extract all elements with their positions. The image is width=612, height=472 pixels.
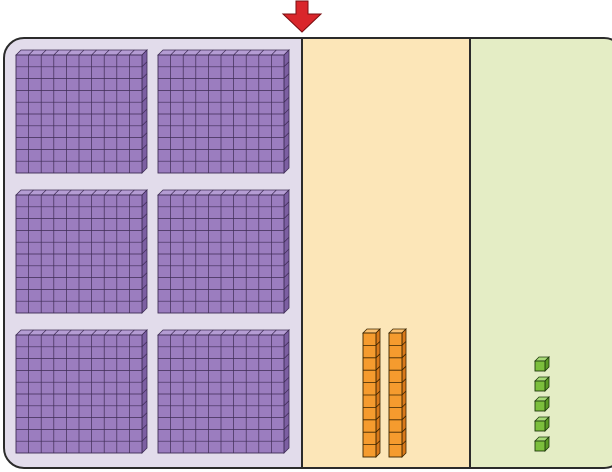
one-unit [534, 376, 550, 392]
down-arrow-icon [281, 0, 323, 33]
hundred-flat [157, 49, 290, 174]
hundred-flat [157, 329, 290, 454]
one-unit [534, 436, 550, 452]
hundred-flat [157, 189, 290, 314]
ten-rod [388, 328, 407, 458]
ones-units [534, 356, 550, 452]
tens-column [302, 38, 470, 468]
one-unit [534, 396, 550, 412]
hundreds-flats [15, 49, 290, 454]
one-unit [534, 416, 550, 432]
ten-rod [362, 328, 381, 458]
ones-column [470, 38, 612, 468]
tens-rods [362, 328, 407, 458]
hundred-flat [15, 49, 148, 174]
chart-border [3, 37, 612, 469]
hundred-flat [15, 189, 148, 314]
one-unit [534, 356, 550, 372]
hundred-flat [15, 329, 148, 454]
